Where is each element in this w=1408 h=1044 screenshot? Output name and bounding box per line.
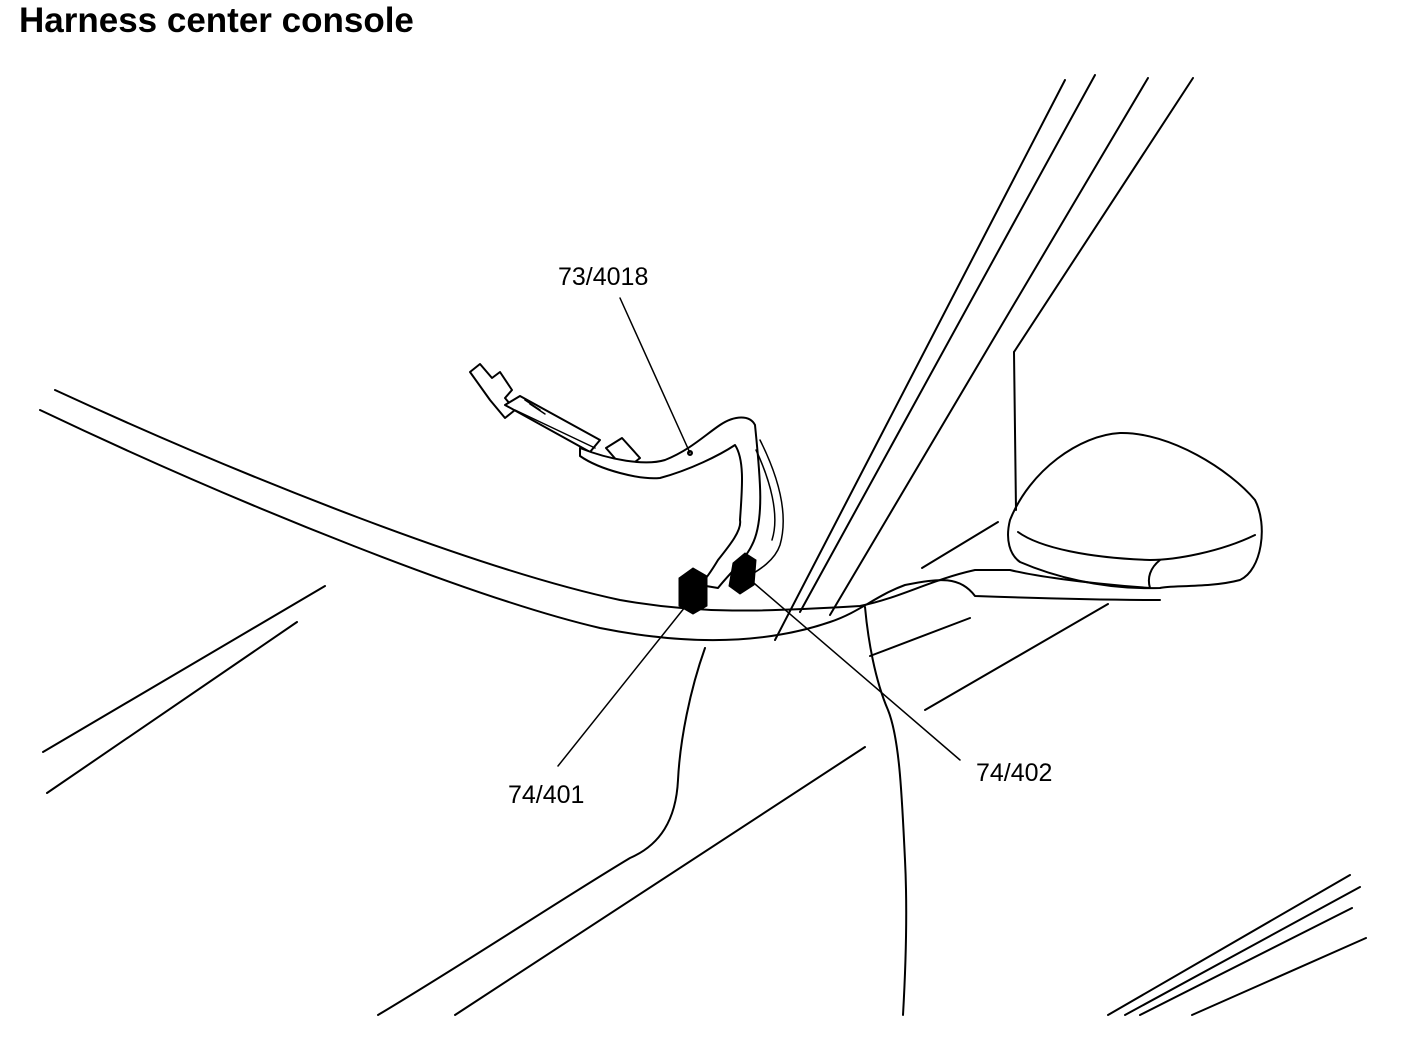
connector-74-401 — [678, 567, 708, 615]
page-title: Harness center console — [19, 1, 414, 40]
callout-connector-right-label: 74/402 — [976, 759, 1052, 787]
lower-panel-lines — [377, 521, 1109, 1016]
leader-lines — [557, 297, 961, 767]
callout-connector-left-label: 74/401 — [508, 781, 584, 809]
callout-harness-label: 73/4018 — [558, 263, 648, 291]
wiring-harness — [469, 363, 784, 589]
connector-74-402 — [728, 552, 757, 595]
a-pillar — [774, 74, 1194, 641]
left-trim-lines — [42, 585, 326, 794]
right-trim-lines — [1107, 874, 1367, 1016]
side-mirror — [1007, 431, 1263, 590]
dashboard-outline — [39, 389, 1161, 641]
